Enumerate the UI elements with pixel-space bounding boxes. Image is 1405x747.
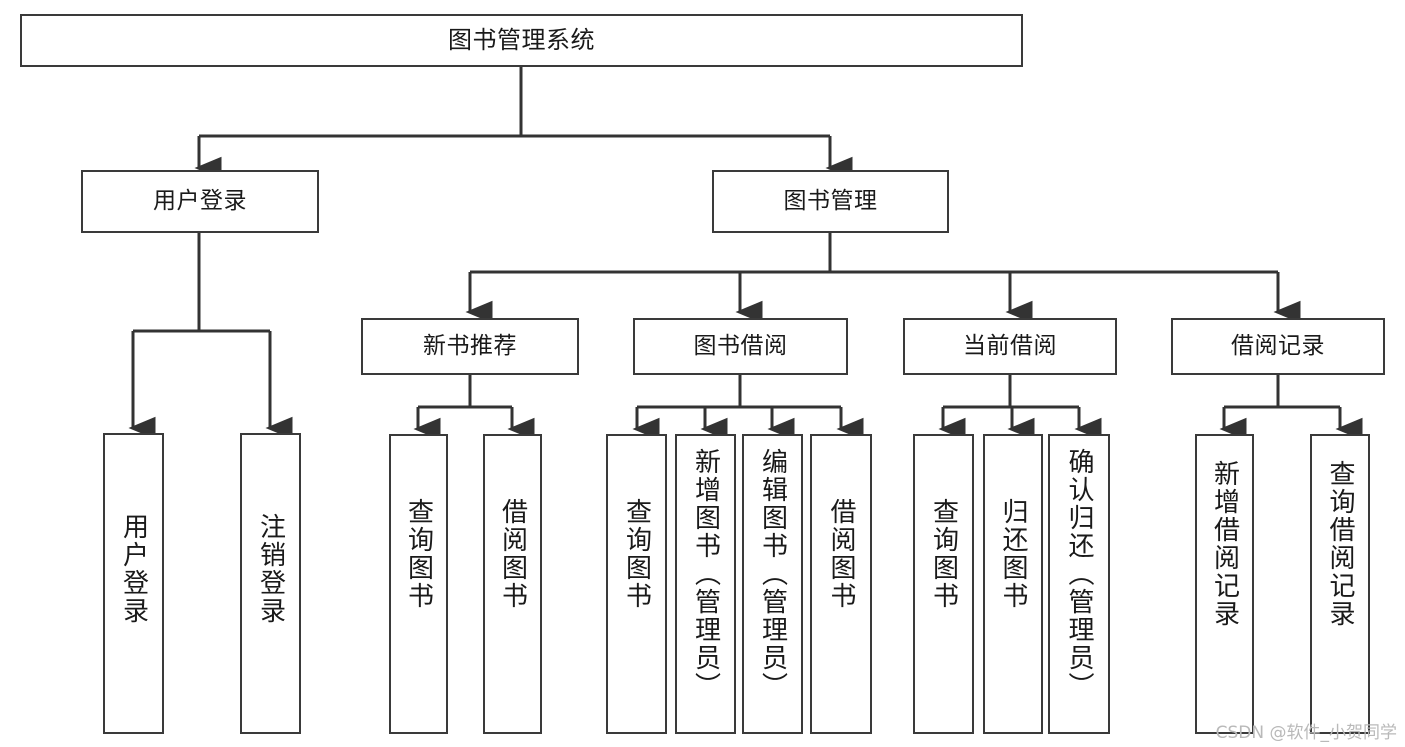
node-label: 图书借阅 [693, 332, 788, 359]
node-label: 查询借阅记录 [1325, 460, 1355, 628]
node-label: 新增借阅记录 [1209, 460, 1240, 628]
node-leaf-query-borrow-record[interactable]: 查询借阅记录 [1310, 434, 1370, 734]
node-leaf-query-book-2[interactable]: 查询图书 [606, 434, 667, 734]
node-label: 新增图书（管理员） [690, 448, 721, 700]
node-label: 借阅图书 [497, 498, 528, 610]
node-leaf-user-login[interactable]: 用户登录 [103, 433, 164, 734]
node-new-book-recommendation[interactable]: 新书推荐 [361, 318, 579, 375]
node-current-borrowing[interactable]: 当前借阅 [903, 318, 1117, 375]
node-label: 归还图书 [998, 498, 1028, 610]
node-leaf-logout[interactable]: 注销登录 [240, 433, 301, 734]
node-label: 借阅记录 [1231, 332, 1325, 359]
node-label: 用户登录 [118, 513, 149, 625]
node-leaf-confirm-return[interactable]: 确认归还（管理员） [1048, 434, 1110, 734]
node-label: 新书推荐 [423, 332, 517, 359]
node-label: 查询图书 [928, 498, 959, 610]
node-borrowing-record[interactable]: 借阅记录 [1171, 318, 1385, 375]
node-book-management[interactable]: 图书管理 [712, 170, 949, 233]
node-leaf-query-book-1[interactable]: 查询图书 [389, 434, 448, 734]
node-label: 当前借阅 [963, 332, 1057, 359]
node-label: 用户登录 [153, 187, 247, 214]
node-leaf-query-book-3[interactable]: 查询图书 [913, 434, 974, 734]
node-label: 图书管理系统 [448, 26, 595, 55]
node-leaf-borrow-book-1[interactable]: 借阅图书 [483, 434, 542, 734]
node-label: 编辑图书（管理员） [757, 448, 788, 700]
node-label: 查询图书 [403, 498, 434, 610]
node-leaf-add-borrow-record[interactable]: 新增借阅记录 [1195, 434, 1254, 734]
node-label: 借阅图书 [826, 498, 856, 610]
node-label: 查询图书 [621, 498, 652, 610]
node-leaf-add-book[interactable]: 新增图书（管理员） [675, 434, 736, 734]
node-book-borrowing[interactable]: 图书借阅 [633, 318, 848, 375]
csdn-watermark: CSDN @软件_小贺同学 [1215, 723, 1397, 743]
node-label: 确认归还（管理员） [1064, 448, 1094, 700]
node-leaf-borrow-book-2[interactable]: 借阅图书 [810, 434, 872, 734]
node-root-book-management-system[interactable]: 图书管理系统 [20, 14, 1023, 67]
node-label: 注销登录 [255, 513, 286, 625]
node-user-login[interactable]: 用户登录 [81, 170, 319, 233]
node-leaf-edit-book[interactable]: 编辑图书（管理员） [742, 434, 803, 734]
node-label: 图书管理 [783, 187, 878, 214]
node-leaf-return-book[interactable]: 归还图书 [983, 434, 1043, 734]
